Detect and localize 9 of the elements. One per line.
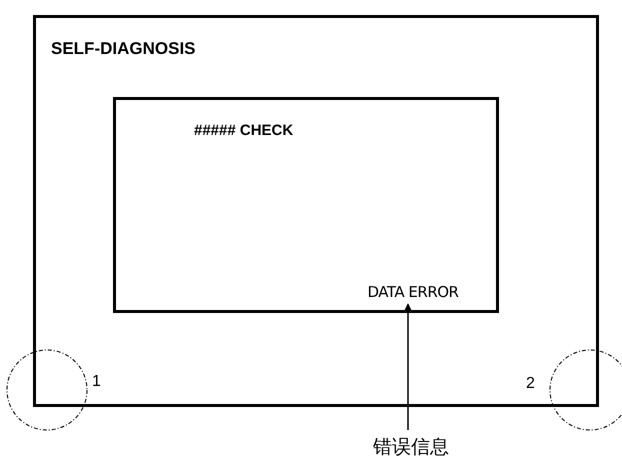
outer-panel xyxy=(33,15,599,407)
callout-number: 1 xyxy=(92,374,101,390)
screen-panel xyxy=(113,97,499,313)
leader-line xyxy=(404,303,412,430)
panel-title: ##### CHECK xyxy=(194,121,294,141)
error-message: DATA ERROR xyxy=(345,281,481,303)
callout-number: 2 xyxy=(526,376,535,392)
callout-text: 错误信息 xyxy=(358,434,464,460)
panel-title: SELF-DIAGNOSIS xyxy=(51,38,196,60)
